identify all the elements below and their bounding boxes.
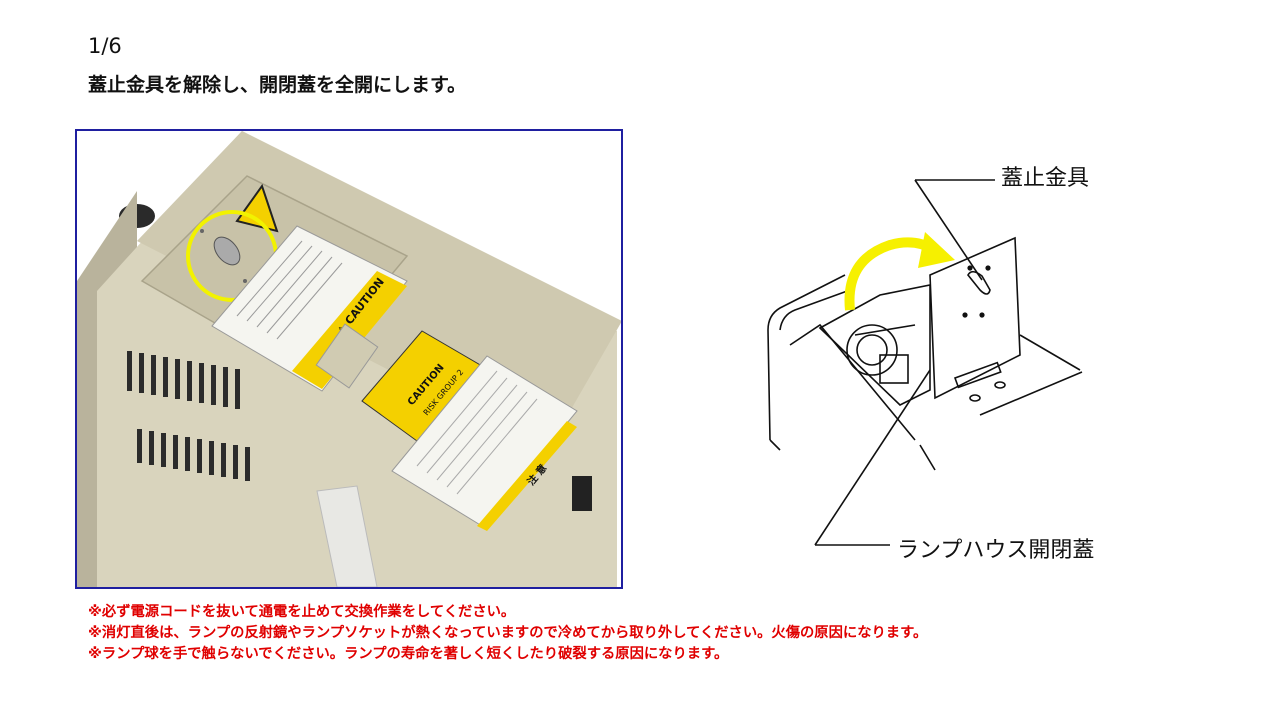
warning-notes: ※必ず電源コードを抜いて通電を止めて交換作業をしてください。 ※消灯直後は、ラン… (88, 602, 927, 665)
caution-label (211, 225, 408, 392)
warning-line: ※消灯直後は、ランプの反射鏡やランプソケットが熱くなっていますので冷めてから取り… (88, 625, 928, 641)
lamp-house-lid (929, 236, 1021, 400)
warning-line: ※必ず電源コードを抜いて通電を止めて交換作業をしてください。 (88, 604, 516, 620)
device-photo: ⚠ CAUTION CAUTION RISK GROUP 2 注 意 (75, 129, 623, 589)
power-socket (572, 476, 592, 511)
lid-stopper-latch (200, 229, 247, 283)
lamp-house-opening (818, 284, 931, 406)
open-direction-arrow (844, 237, 938, 311)
label-lamp-house-cover: ランプハウス開閉蓋 (897, 538, 1095, 563)
label-lid-stopper: 蓋止金具 (1001, 166, 1090, 191)
ventilation-slots (127, 351, 250, 481)
hot-surface-icon (235, 183, 279, 233)
housing-outline (767, 274, 846, 441)
lamp-house-diagram (767, 179, 1083, 546)
rating-plate (316, 485, 378, 587)
warning-line: ※ランプ球を手で触らないでください。ランプの寿命を著しく短くしたり破裂する原因に… (88, 646, 729, 662)
lamp-reflector (846, 324, 898, 376)
page-number: 1/6 (88, 34, 122, 58)
diagram-latch (967, 270, 991, 295)
japanese-warning-label (391, 355, 578, 527)
step-title: 蓋止金具を解除し、開閉蓋を全開にします。 (88, 74, 467, 96)
